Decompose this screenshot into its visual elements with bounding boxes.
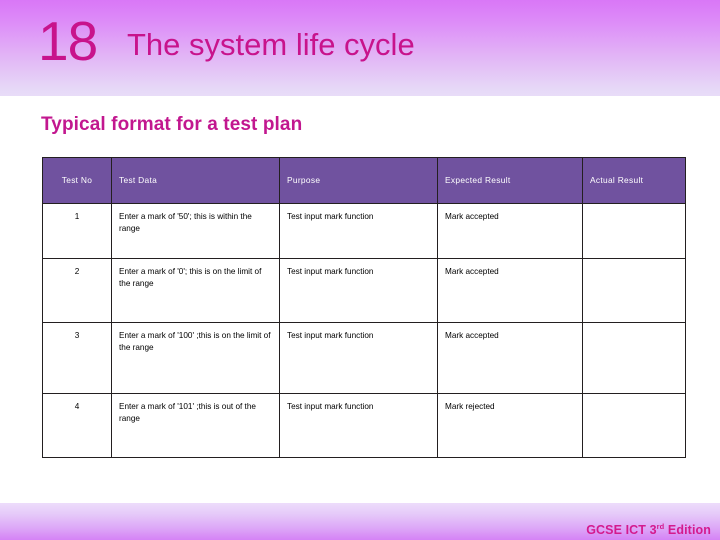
cell-test-data: Enter a mark of '101' ;this is out of th… [111,393,280,458]
cell-expected-result: Mark accepted [437,203,583,259]
cell-purpose: Test input mark function [279,258,438,323]
cell-test-no: 4 [42,393,112,458]
column-header-expected-result: Expected Result [437,157,583,204]
footer-text-tail: Edition [664,523,711,537]
cell-test-data: Enter a mark of '0'; this is on the limi… [111,258,280,323]
table-header: Test No Test Data Purpose Expected Resul… [42,157,686,204]
column-header-actual-result: Actual Result [582,157,686,204]
cell-purpose: Test input mark function [279,322,438,394]
page-title: The system life cycle [127,27,415,62]
table-row: 3 Enter a mark of '100' ;this is on the … [42,322,686,394]
cell-test-data: Enter a mark of '100' ;this is on the li… [111,322,280,394]
column-header-purpose: Purpose [279,157,438,204]
footer-ordinal-suffix: rd [656,521,665,531]
cell-expected-result: Mark accepted [437,258,583,323]
cell-test-no: 1 [42,203,112,259]
table-row: 2 Enter a mark of '0'; this is on the li… [42,258,686,323]
cell-actual-result [582,258,686,323]
cell-test-data: Enter a mark of '50'; this is within the… [111,203,280,259]
cell-actual-result [582,322,686,394]
test-plan-table: Test No Test Data Purpose Expected Resul… [42,157,686,458]
column-header-test-data: Test Data [111,157,280,204]
table-body: 1 Enter a mark of '50'; this is within t… [42,203,686,458]
cell-actual-result [582,393,686,458]
cell-test-no: 3 [42,322,112,394]
chapter-number: 18 [38,10,98,72]
footer-attribution: GCSE ICT 3rd Edition [586,523,711,537]
cell-expected-result: Mark rejected [437,393,583,458]
footer-text-main: GCSE ICT 3 [586,523,657,537]
slide-header-band: 18 The system life cycle [0,0,720,96]
cell-actual-result [582,203,686,259]
cell-purpose: Test input mark function [279,393,438,458]
cell-expected-result: Mark accepted [437,322,583,394]
section-subheading: Typical format for a test plan [41,114,303,135]
slide-footer-band: GCSE ICT 3rd Edition [0,503,720,540]
cell-test-no: 2 [42,258,112,323]
table-row: 1 Enter a mark of '50'; this is within t… [42,203,686,259]
table-header-row: Test No Test Data Purpose Expected Resul… [42,157,686,204]
table-row: 4 Enter a mark of '101' ;this is out of … [42,393,686,458]
cell-purpose: Test input mark function [279,203,438,259]
column-header-test-no: Test No [42,157,112,204]
